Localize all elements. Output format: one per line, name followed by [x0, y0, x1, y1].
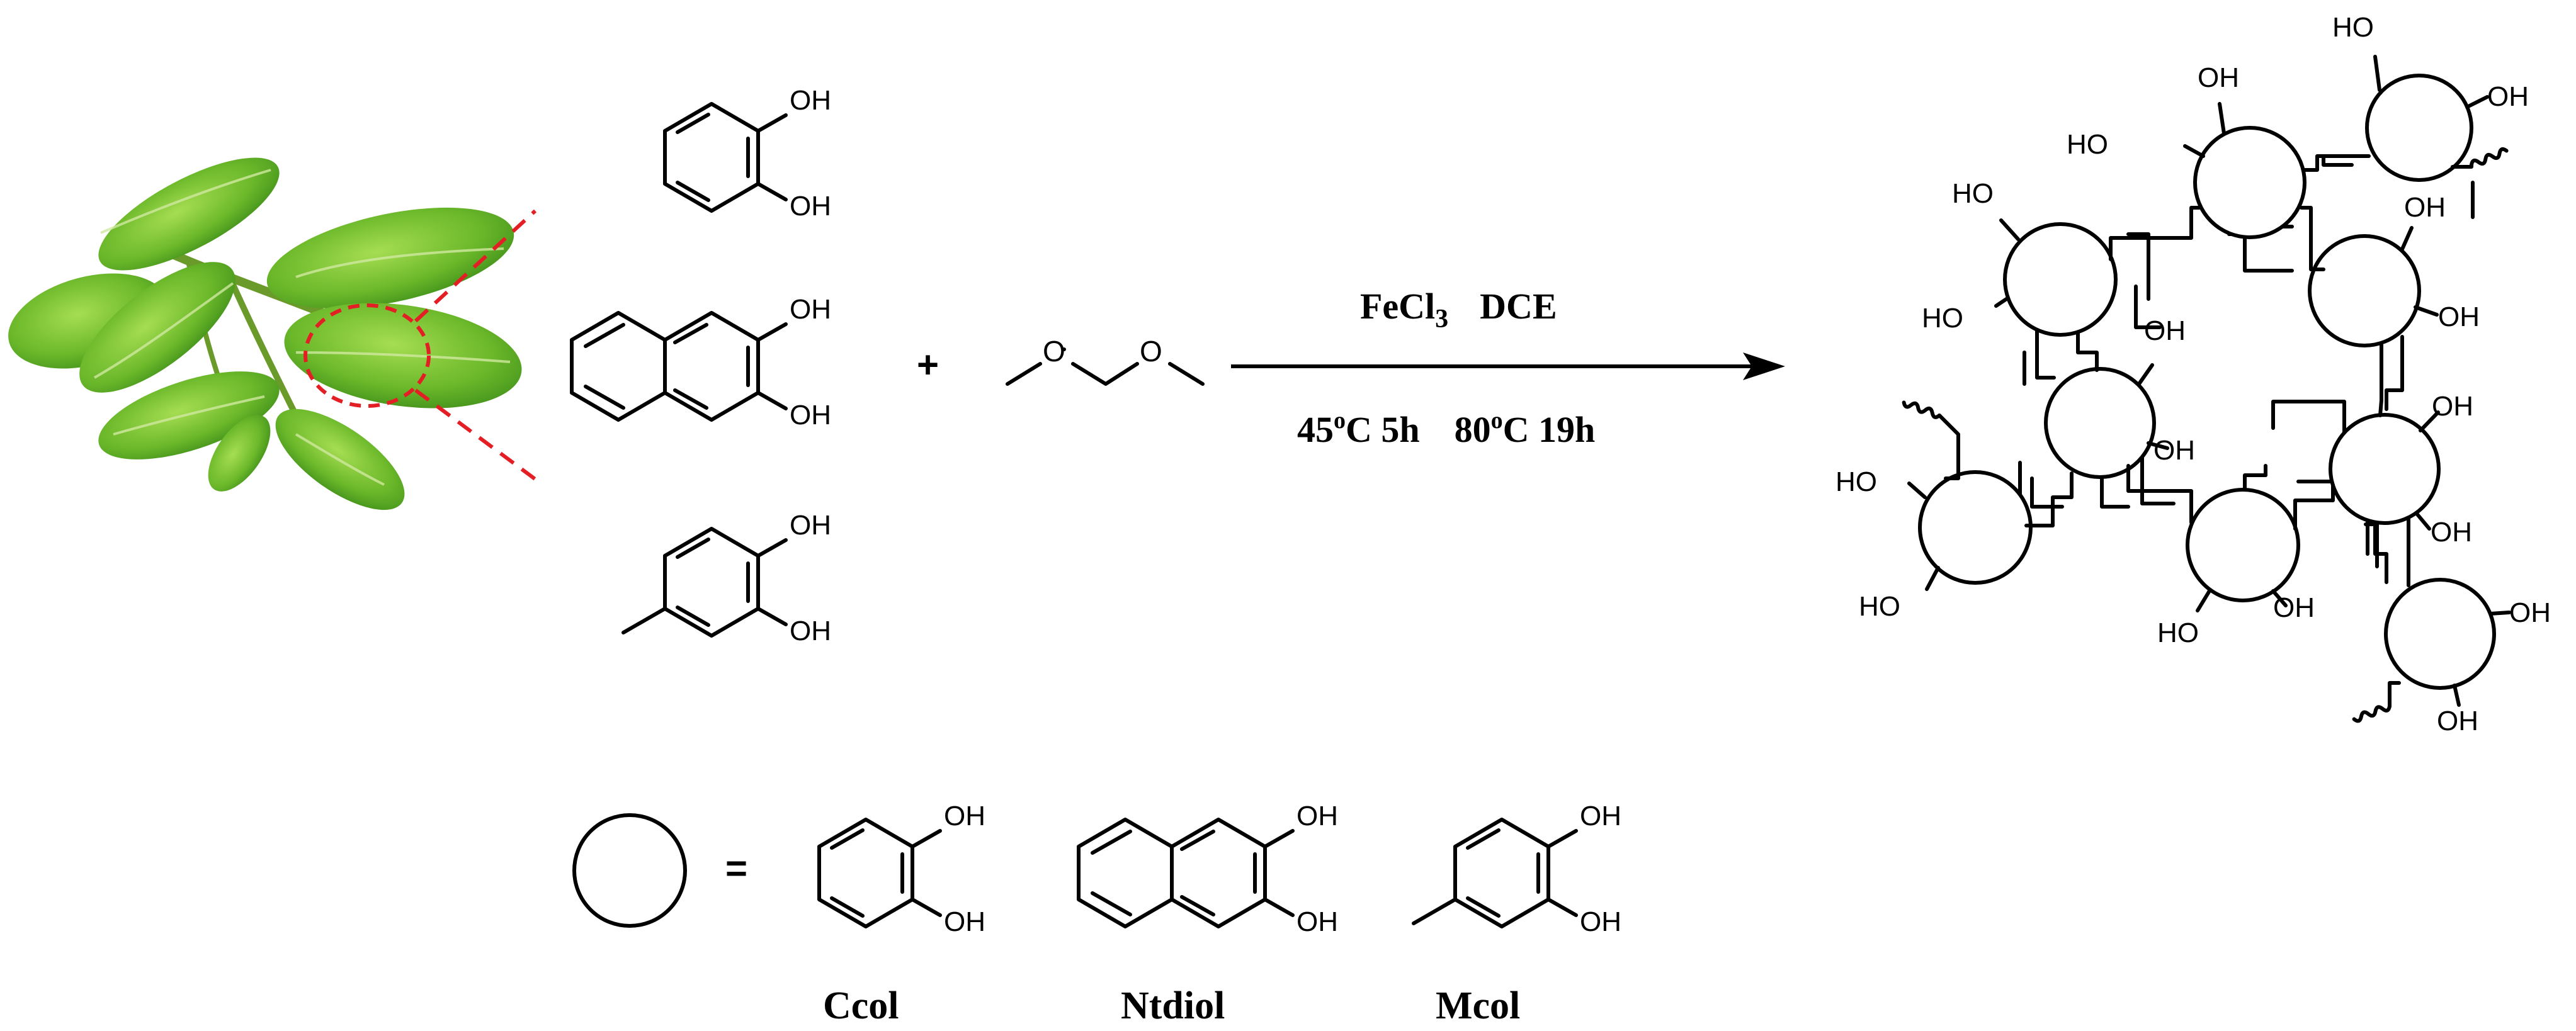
ho-label: HO	[1952, 178, 1994, 209]
oh-label: OH	[2437, 706, 2478, 736]
ho-label: HO	[1922, 303, 1963, 334]
oh-label: OH	[2144, 315, 2186, 346]
leaf-veins	[94, 169, 511, 486]
oh-label: OH	[2273, 592, 2315, 623]
oh-label: OH	[944, 801, 985, 831]
tea-leaf	[98, 157, 280, 271]
tea-leaf	[79, 262, 235, 393]
oh-label: OH	[1297, 801, 1338, 831]
oh-label: OH	[1580, 801, 1621, 831]
polymer-ring	[2365, 74, 2473, 182]
polymer-ring	[2384, 578, 2496, 690]
oh-label: OH	[790, 616, 831, 646]
polymer-ring	[2308, 234, 2421, 347]
polymer-oh-labels: HO OH OH HO HO HO OH OH OH OH OH OH HO H…	[1836, 12, 2551, 736]
oh-label: OH	[790, 85, 831, 116]
compound-name-ntdiol: Ntdiol	[1121, 984, 1225, 1027]
oh-label: OH	[2153, 435, 2195, 466]
polymer-ring	[2003, 222, 2118, 337]
oh-label: OH	[790, 191, 831, 222]
oxygen-label: O	[1140, 335, 1162, 368]
highlight-line-top	[414, 209, 537, 323]
oxygen-label: O	[1043, 335, 1065, 368]
oh-label: OH	[790, 510, 831, 541]
polymer-oh-bonds	[1907, 55, 2511, 707]
dimethoxymethane-structure: O O	[1006, 335, 1205, 386]
oh-label: OH	[790, 400, 831, 431]
ho-label: HO	[2067, 129, 2108, 160]
ho-label: HO	[2157, 617, 2199, 648]
polymer-ring	[2044, 367, 2156, 479]
ho-label: HO	[2332, 12, 2374, 43]
oh-label: OH	[2432, 391, 2473, 422]
oh-label: OH	[1580, 906, 1621, 937]
oh-label: OH	[2431, 517, 2472, 548]
legend: = OH OH OH OH OH OH Ccol Ntdiol Mcol	[572, 801, 1621, 1027]
catechol-structure: OH OH	[665, 85, 831, 222]
naphthalenediol-structure: OH OH	[572, 294, 831, 431]
oh-label: OH	[2509, 597, 2551, 628]
polymer-ring	[2186, 488, 2300, 602]
compound-name-mcol: Mcol	[1436, 984, 1520, 1027]
polymer-ring	[2329, 413, 2441, 525]
oh-label: OH	[2198, 62, 2239, 93]
compound-name-ccol: Ccol	[823, 984, 899, 1027]
oh-label: OH	[2404, 192, 2446, 223]
oh-label: OH	[1297, 906, 1338, 937]
oh-label: OH	[2487, 81, 2529, 112]
oh-label: OH	[2438, 301, 2480, 332]
reaction-arrow	[1231, 352, 1785, 380]
ntdiol-structure: OH OH	[1079, 801, 1338, 937]
polymer-ring	[2193, 126, 2306, 239]
oh-label: OH	[944, 906, 985, 937]
polymer-network-structure: HO OH OH HO HO HO OH OH OH OH OH OH HO H…	[1836, 12, 2551, 736]
ho-label: HO	[1836, 466, 1877, 497]
tea-leaf-image	[8, 157, 540, 510]
polymer-ring	[1918, 470, 2033, 585]
oh-label: OH	[790, 294, 831, 325]
highlight-circle	[304, 303, 431, 408]
plus-sign: +	[917, 344, 939, 386]
tea-leaf	[208, 415, 271, 492]
methylcatechol-structure: OH OH	[623, 510, 831, 646]
mcol-structure: OH OH	[1414, 801, 1621, 937]
legend-ring	[572, 813, 687, 928]
polymer-ring-links	[2024, 154, 2475, 584]
equals-sign: =	[725, 847, 747, 889]
ccol-structure: OH OH	[819, 801, 985, 937]
ho-label: HO	[1859, 591, 1900, 622]
